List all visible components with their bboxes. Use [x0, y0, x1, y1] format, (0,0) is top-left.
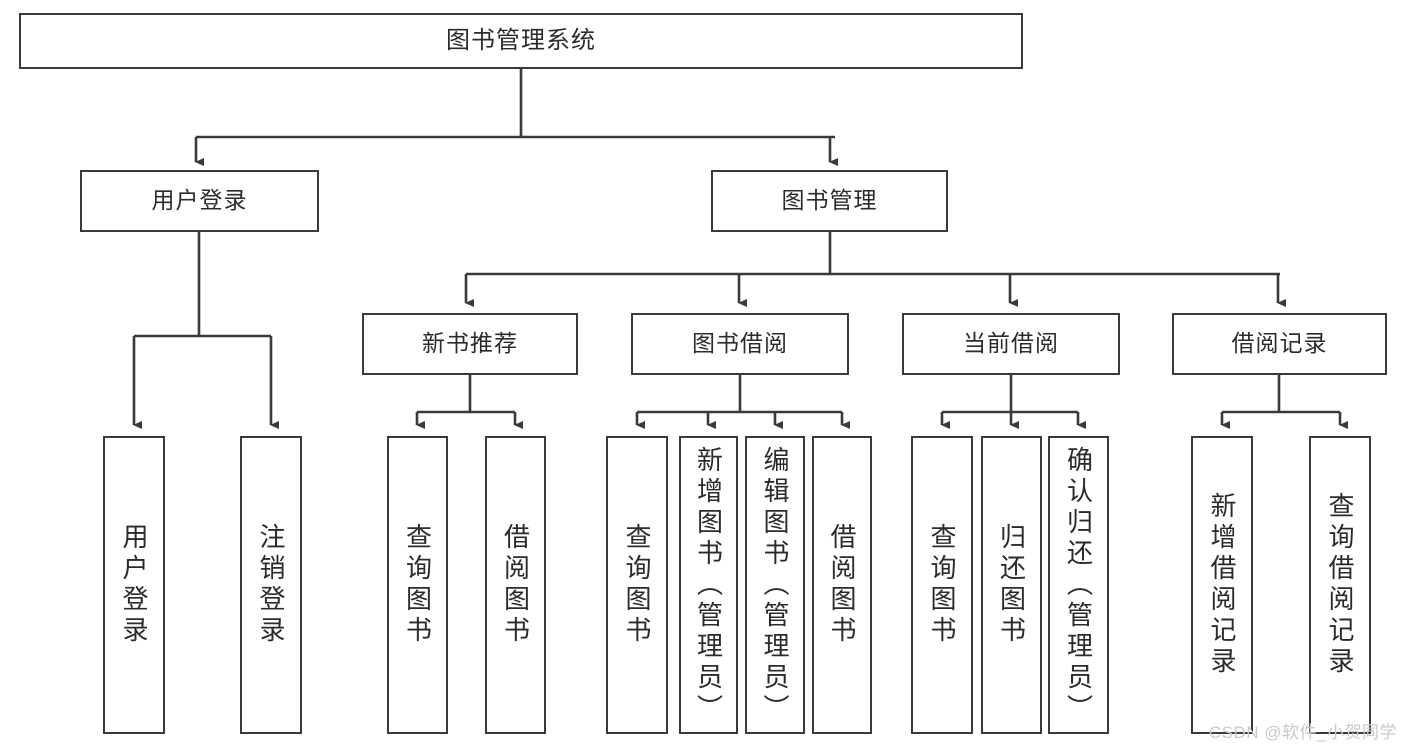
node-new-book-recommend-label: 新书推荐: [422, 330, 518, 357]
leaf-borrow-book-1[interactable]: 借阅图书: [485, 436, 546, 734]
leaf-query-book-2-label: 查询图书: [622, 523, 652, 647]
leaf-confirm-return[interactable]: 确认归还（管理员）: [1048, 436, 1109, 734]
node-book-borrow[interactable]: 图书借阅: [631, 313, 849, 375]
leaf-query-book-1[interactable]: 查询图书: [387, 436, 448, 734]
leaf-query-book-2[interactable]: 查询图书: [606, 436, 668, 734]
leaf-query-book-3-label: 查询图书: [927, 523, 957, 647]
leaf-add-record[interactable]: 新增借阅记录: [1191, 436, 1253, 734]
leaf-user-login[interactable]: 用户登录: [103, 436, 165, 734]
leaf-query-record-label: 查询借阅记录: [1325, 492, 1355, 678]
node-book-manage-label: 图书管理: [781, 187, 878, 214]
leaf-borrow-book-1-label: 借阅图书: [500, 523, 531, 647]
node-new-book-recommend[interactable]: 新书推荐: [362, 313, 578, 375]
node-root[interactable]: 图书管理系统: [19, 13, 1023, 69]
leaf-edit-book[interactable]: 编辑图书（管理员）: [745, 436, 805, 734]
leaf-user-login-label: 用户登录: [119, 523, 149, 647]
leaf-confirm-return-label: 确认归还（管理员）: [1063, 445, 1094, 725]
node-root-label: 图书管理系统: [446, 26, 596, 54]
node-book-borrow-label: 图书借阅: [692, 330, 788, 357]
leaf-add-book[interactable]: 新增图书（管理员）: [679, 436, 738, 734]
leaf-edit-book-label: 编辑图书（管理员）: [760, 445, 790, 725]
node-user-login[interactable]: 用户登录: [80, 170, 319, 232]
node-user-login-label: 用户登录: [151, 187, 248, 214]
leaf-query-book-3[interactable]: 查询图书: [911, 436, 973, 734]
node-borrow-record[interactable]: 借阅记录: [1172, 313, 1387, 375]
leaf-query-book-1-label: 查询图书: [402, 523, 433, 647]
leaf-logout-login[interactable]: 注销登录: [240, 436, 302, 734]
node-current-borrow[interactable]: 当前借阅: [902, 313, 1120, 375]
leaf-logout-login-label: 注销登录: [256, 523, 286, 647]
node-book-manage[interactable]: 图书管理: [711, 170, 948, 232]
csdn-watermark: CSDN @软件_小贺同学: [1208, 723, 1397, 742]
node-current-borrow-label: 当前借阅: [963, 330, 1059, 357]
leaf-return-book[interactable]: 归还图书: [981, 436, 1042, 734]
leaf-borrow-book-2[interactable]: 借阅图书: [812, 436, 872, 734]
leaf-add-record-label: 新增借阅记录: [1207, 492, 1237, 678]
node-borrow-record-label: 借阅记录: [1231, 330, 1328, 357]
leaf-add-book-label: 新增图书（管理员）: [693, 445, 724, 725]
leaf-borrow-book-2-label: 借阅图书: [827, 523, 857, 647]
leaf-query-record[interactable]: 查询借阅记录: [1309, 436, 1371, 734]
leaf-return-book-label: 归还图书: [996, 523, 1027, 647]
